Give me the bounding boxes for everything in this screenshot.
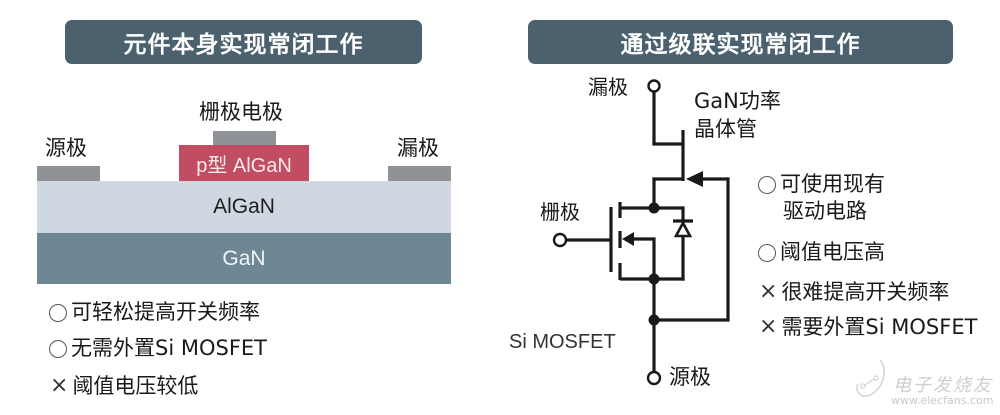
left-panel-title-text: 元件本身实现常闭工作: [123, 32, 364, 58]
right-feature-3: × 很难提高开关频率: [759, 281, 949, 303]
right-feature-1-text: 可使用现有: [780, 172, 885, 196]
gate-terminal: [552, 232, 568, 248]
cross-mark-icon: ×: [759, 314, 778, 339]
right-feature-2-text: 阈值电压高: [780, 240, 885, 264]
right-feature-3-text: 很难提高开关频率: [781, 279, 950, 304]
left-feature-2-text: 无需外置Si MOSFET: [71, 336, 267, 360]
source-terminal: [646, 370, 662, 386]
gate-label-right: 栅极: [540, 200, 580, 224]
circle-mark-icon: [49, 303, 67, 322]
circle-mark-icon: [758, 243, 776, 262]
left-feature-1: 可轻松提高开关频率: [49, 302, 260, 323]
algan-layer-label: AlGaN: [213, 195, 275, 218]
gate-electrode-label: 栅极电极: [199, 100, 283, 124]
gan-transistor-label-1: GaN功率: [694, 89, 781, 113]
left-panel-title: 元件本身实现常闭工作: [65, 20, 422, 64]
watermark-url: www.elecfans.com: [891, 394, 994, 407]
cross-mark-icon: ×: [50, 373, 69, 398]
circle-mark-icon: [49, 339, 67, 358]
left-feature-1-text: 可轻松提高开关频率: [71, 300, 260, 324]
drain-label-right: 漏极: [588, 75, 628, 99]
right-feature-1-line2: 驱动电路: [783, 201, 867, 222]
junction-dot: [648, 202, 660, 214]
gan-transistor-label-2: 晶体管: [694, 117, 757, 141]
junction-dot: [648, 314, 660, 326]
right-panel-title-text: 通过级联实现常闭工作: [620, 32, 861, 58]
right-feature-4-text: 需要外置Si MOSFET: [781, 314, 978, 339]
diode-triangle-icon: [673, 220, 693, 238]
p-algan-layer-label: p型 AlGaN: [196, 154, 292, 177]
source-electrode: [37, 166, 100, 181]
p-algan-layer: p型 AlGaN: [179, 145, 309, 181]
right-feature-1-text2: 驱动电路: [783, 199, 867, 223]
cross-mark-icon: ×: [759, 279, 778, 304]
watermark-logo-icon: [856, 359, 885, 397]
left-feature-3-text: 阈值电压较低: [72, 373, 199, 398]
right-feature-4: × 需要外置Si MOSFET: [759, 316, 977, 338]
source-label-left: 源极: [45, 136, 87, 160]
gan-gate-arrow-icon: [686, 171, 703, 187]
drain-terminal: [647, 79, 661, 93]
gan-layer-label: GaN: [222, 246, 266, 270]
junction-dot: [648, 273, 660, 285]
left-feature-2: 无需外置Si MOSFET: [49, 338, 267, 359]
source-label-right: 源极: [669, 365, 711, 389]
right-panel-title: 通过级联实现常闭工作: [528, 20, 953, 64]
right-feature-1: 可使用现有: [758, 174, 885, 195]
watermark-brand: 电子发烧友: [893, 375, 993, 396]
drain-label-left: 漏极: [397, 136, 439, 160]
right-feature-2: 阈值电压高: [758, 242, 885, 263]
gate-electrode: [213, 131, 276, 145]
algan-layer: AlGaN: [37, 181, 451, 233]
gan-layer: GaN: [37, 233, 451, 284]
circle-mark-icon: [758, 175, 776, 194]
left-feature-3: × 阈值电压较低: [50, 375, 198, 397]
drain-electrode: [388, 166, 451, 181]
mosfet-body-arrow-icon: [622, 232, 634, 246]
si-mosfet-label: Si MOSFET: [509, 331, 616, 353]
